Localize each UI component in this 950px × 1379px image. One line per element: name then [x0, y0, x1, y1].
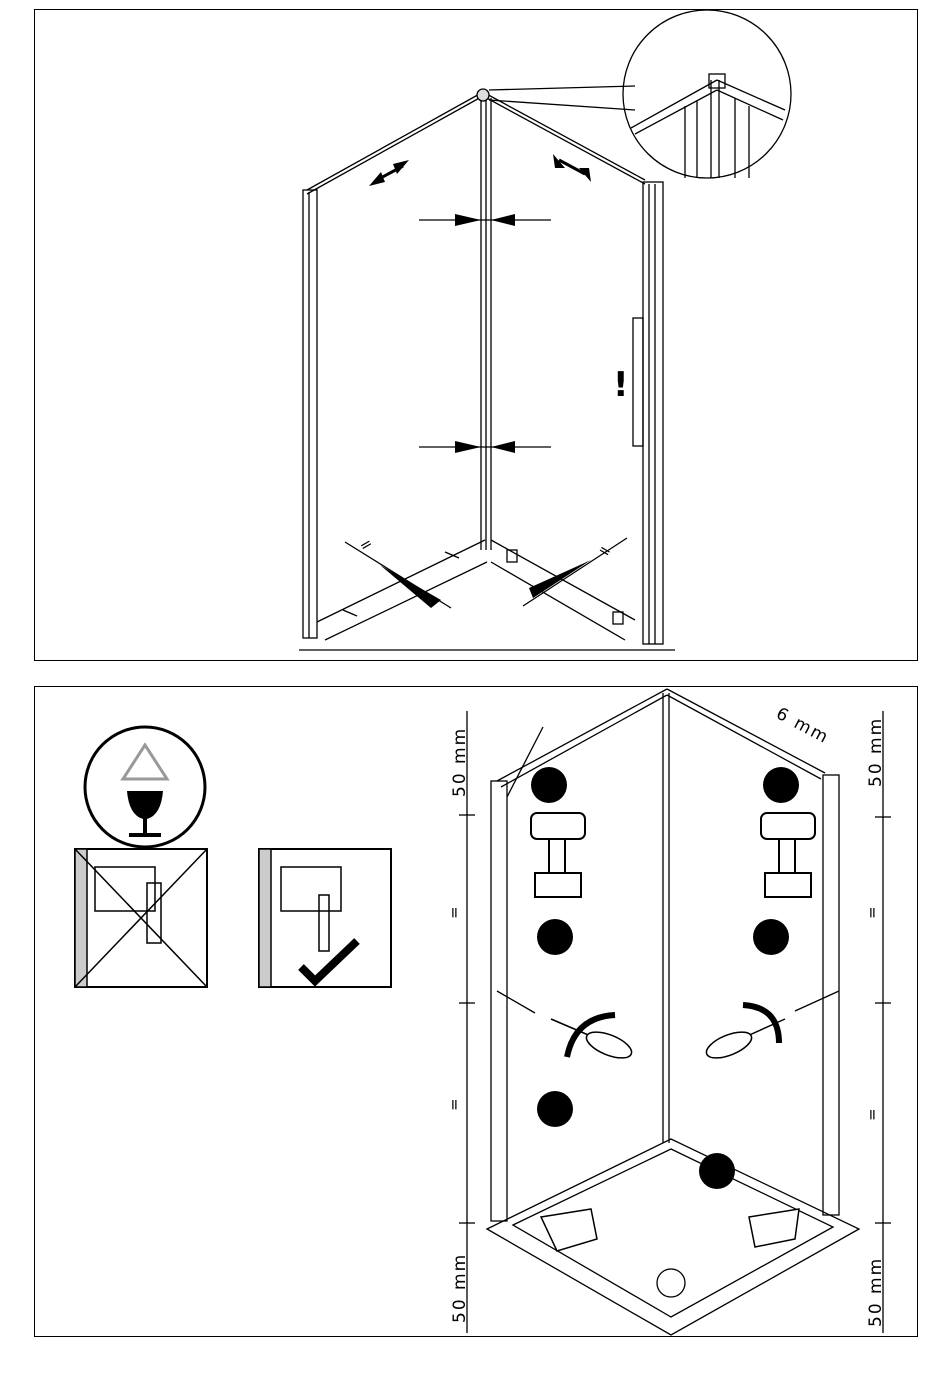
dim-eq-left-lower: =	[445, 1098, 463, 1111]
screwdriver-icon	[551, 1005, 785, 1063]
shower-assembly-top-illustration: ! = =	[35, 10, 919, 662]
dim-top-left: 50 mm	[450, 727, 470, 797]
equal-label-right: =	[595, 540, 615, 562]
equal-label-left: =	[356, 534, 376, 556]
dim-eq-right-lower: =	[863, 1108, 881, 1121]
dim-eq-right-upper: =	[863, 906, 881, 919]
step-panel-bottom: 50 mm 50 mm 50 mm 50 mm 6 mm = = = =	[34, 686, 918, 1337]
dim-top-right: 50 mm	[866, 717, 886, 787]
dim-bottom-left: 50 mm	[450, 1253, 470, 1323]
checkmark-icon	[259, 849, 391, 987]
dim-eq-left-upper: =	[445, 906, 463, 919]
shower-assembly-bottom-illustration: 50 mm 50 mm 50 mm 50 mm 6 mm = = = =	[35, 687, 919, 1338]
exclamation-mark: !	[613, 365, 629, 405]
step-panel-top: ! = =	[34, 9, 918, 661]
hand-icon	[541, 1209, 799, 1251]
shower-enclosure-drawing	[459, 689, 891, 1335]
cross-out-icon	[75, 849, 207, 987]
dim-bottom-right: 50 mm	[866, 1257, 886, 1327]
drill-icon	[531, 813, 815, 897]
sliding-arrow-icon	[369, 172, 385, 186]
dim-gap-top: 6 mm	[773, 704, 833, 749]
fragile-glass-icon	[85, 727, 205, 847]
